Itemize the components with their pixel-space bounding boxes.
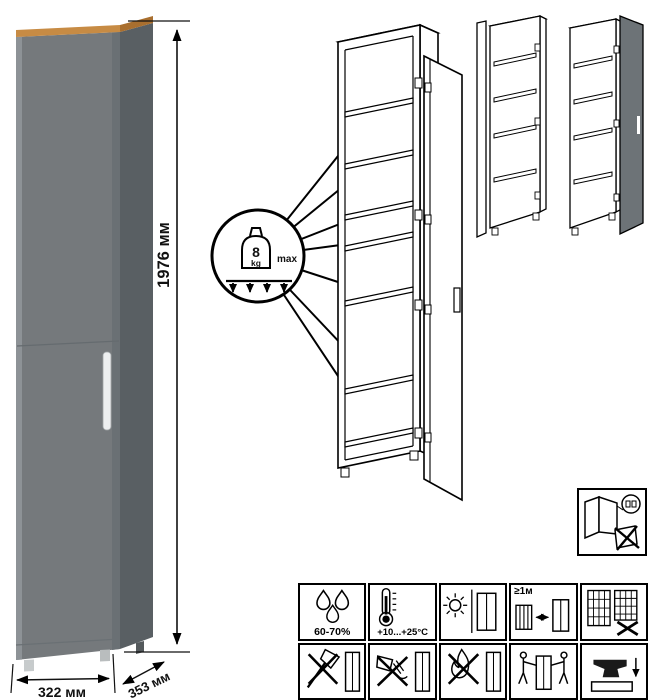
- pictogram-no-flame: [438, 642, 508, 700]
- pictogram-humidity: 60-70%: [298, 583, 367, 641]
- humidity-range-label: 60-70%: [314, 626, 351, 638]
- person-left: [518, 650, 537, 684]
- load-arrows: [229, 283, 288, 293]
- wood-top-trim-front: [16, 25, 120, 37]
- door-adjustment-icon: [577, 488, 647, 556]
- cross-mark: [377, 655, 409, 687]
- anvil-shape: [593, 659, 627, 677]
- cross-mark: [307, 652, 339, 685]
- variant-drawing-left: [476, 14, 548, 239]
- cabinet-render: [15, 16, 153, 672]
- anvil-press-icon: [590, 657, 640, 692]
- two-person-carry-icon: [518, 650, 569, 690]
- cabinet-front-door: [16, 32, 120, 660]
- pictogram-sunlight: [438, 583, 508, 641]
- variant-b-shelves: [573, 55, 613, 185]
- door-seam: [16, 340, 120, 347]
- flame-crossed-icon: [447, 647, 501, 692]
- person-right: [551, 650, 569, 684]
- load-max-label: max: [277, 254, 297, 265]
- variant-b-hinges: [613, 45, 620, 202]
- pictogram-no-liquid: [368, 642, 437, 700]
- open-door: [423, 54, 463, 502]
- shelves: [344, 97, 414, 448]
- spill-crossed-icon: [376, 651, 431, 692]
- variant-b-grey-door: [619, 15, 644, 236]
- wood-top-trim-side: [120, 16, 153, 32]
- variant-a-hinges: [534, 43, 541, 200]
- cross-mark: [447, 652, 479, 685]
- weight-8kg-icon: [241, 227, 271, 269]
- door-adjustment-drawing: [584, 494, 641, 551]
- door-handle: [102, 351, 112, 431]
- cabinet-foot-left: [24, 659, 34, 672]
- water-drops-icon: [316, 589, 350, 624]
- cabinet-side-panel: [120, 23, 153, 649]
- cross-mark: [616, 620, 639, 636]
- load-unit: kg: [251, 258, 261, 268]
- foot: [340, 467, 350, 478]
- axe-crossed-icon: [306, 648, 361, 692]
- variant-drawing-right: [568, 15, 644, 236]
- variant-a-door: [476, 20, 487, 239]
- shelf-load-diagram: 8 kg max: [210, 23, 463, 502]
- pictogram-lattice-crossed: [579, 583, 648, 641]
- load-value: 8: [252, 244, 260, 260]
- width-dimension-label: 322 мм: [38, 684, 86, 700]
- max-load-badge: 8 kg max: [210, 208, 306, 304]
- depth-dimension-label: 353 мм: [126, 668, 173, 700]
- pictogram-no-heavy-objects: [579, 642, 648, 700]
- hinges: [414, 77, 432, 443]
- cross-mark: [614, 525, 640, 551]
- base-seam: [15, 638, 121, 646]
- panel-under-anvil: [590, 680, 633, 692]
- radiator-distance-icon: [515, 599, 570, 632]
- cabinet-left-edge-highlight: [16, 36, 22, 660]
- min-distance-label: ≥1м: [514, 586, 533, 597]
- variant-a-shelves: [493, 52, 537, 183]
- open-cabinet-drawing: [335, 23, 463, 502]
- sun-and-wardrobe-icon: [443, 589, 497, 633]
- foot: [409, 450, 419, 461]
- care-pictogram-grid: 60-70% +10...+25°C: [298, 583, 648, 700]
- height-dimension-label: 1976 мм: [155, 222, 173, 288]
- depth-dimension-line: [122, 661, 165, 685]
- cabinet-foot-right: [100, 649, 110, 662]
- pictogram-heat-distance: ≥1м: [509, 583, 578, 641]
- pictogram-no-impact: [298, 642, 367, 700]
- width-dimension-line: [16, 674, 110, 685]
- door-handle-drawing: [453, 287, 461, 313]
- hatched-panels-crossed-icon: [586, 589, 639, 636]
- pictogram-carrying: [509, 642, 578, 700]
- cabinet-foot-side: [136, 641, 144, 654]
- temperature-range-label: +10...+25°C: [377, 627, 428, 638]
- pictogram-temperature: +10...+25°C: [368, 583, 437, 641]
- thermometer-icon: [379, 587, 397, 627]
- variant-b-door-handle: [637, 116, 640, 134]
